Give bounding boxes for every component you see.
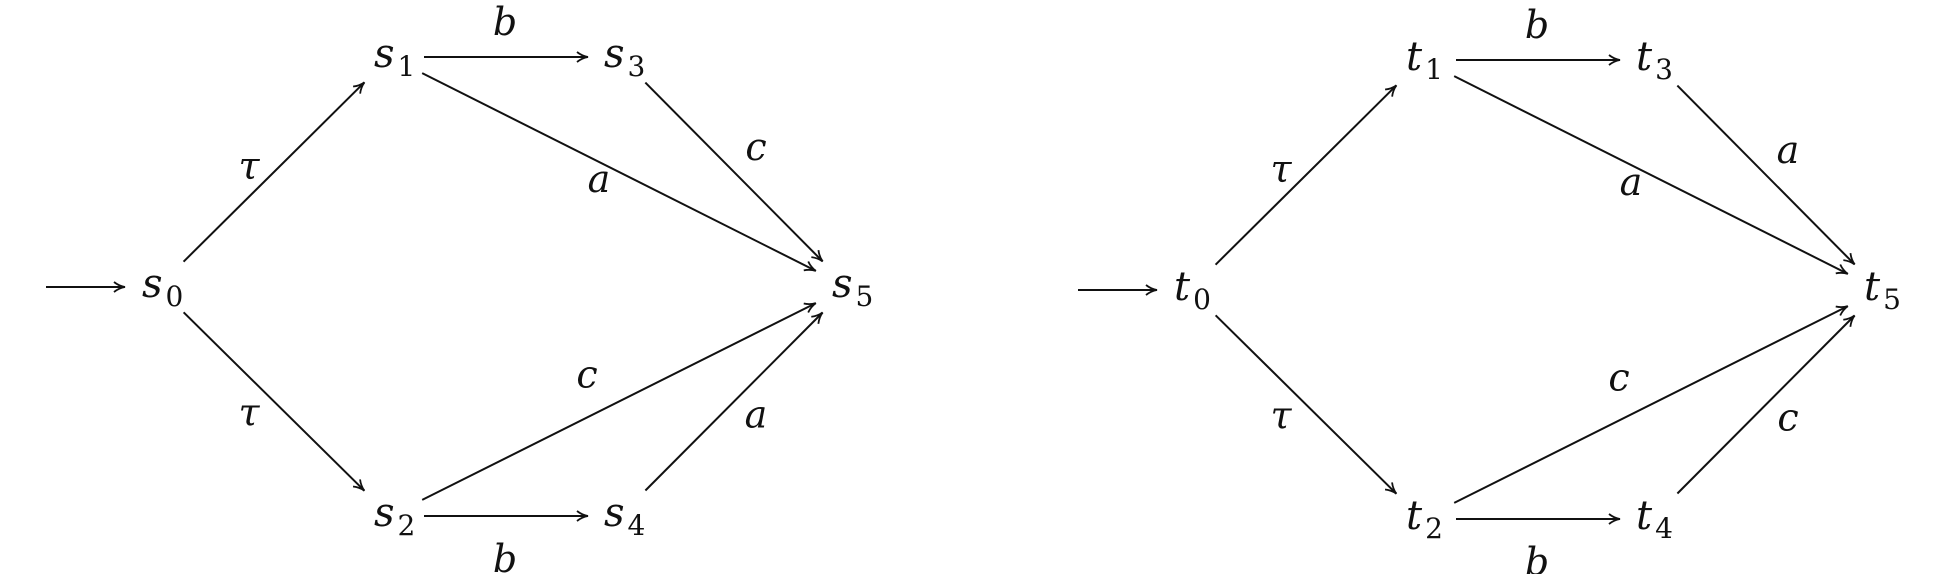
edge-label-s0-s2: τ: [238, 391, 260, 435]
state-name: t: [1864, 264, 1881, 310]
state-name: s: [604, 490, 625, 536]
edge-label-t1-t3: b: [1525, 3, 1549, 47]
edge-s2-s5: [421, 302, 817, 501]
state-name: s: [604, 31, 625, 77]
state-name: t: [1636, 493, 1653, 539]
edge-label-t1-t5: a: [1620, 160, 1643, 204]
state-name: t: [1406, 34, 1423, 80]
state-subscript: 4: [628, 509, 646, 542]
edge-t4-t5: [1676, 314, 1856, 495]
edge-t2-t5: [1453, 305, 1849, 504]
edge-label-t4-t5: c: [1777, 396, 1798, 440]
state-subscript: 4: [1655, 512, 1673, 545]
edge-t0-t1: [1214, 84, 1398, 266]
state-subscript: 3: [1655, 53, 1673, 86]
edge-label-s2-s5: c: [576, 353, 597, 397]
state-subscript: 5: [856, 280, 874, 313]
edge-label-t0-t2: τ: [1270, 394, 1292, 438]
edge-t3-t5: [1676, 84, 1856, 266]
edge-s0-s2: [182, 311, 366, 492]
edge-s4-s5: [644, 311, 824, 492]
state-subscript: 2: [398, 509, 416, 542]
edge-label-t2-t5: c: [1608, 356, 1629, 400]
state-name: s: [374, 490, 395, 536]
state-subscript: 1: [398, 50, 416, 83]
edge-label-s0-s1: τ: [238, 144, 260, 188]
state-subscript: 2: [1425, 512, 1443, 545]
edge-t1-t5: [1453, 75, 1849, 275]
edge-label-t3-t5: a: [1777, 128, 1800, 172]
edge-label-s2-s4: b: [493, 537, 517, 574]
state-name: s: [832, 261, 853, 307]
edge-s3-s5: [644, 81, 824, 263]
state-subscript: 0: [1193, 283, 1211, 316]
state-subscript: 3: [628, 50, 646, 83]
edge-label-s4-s5: a: [745, 393, 768, 437]
state-subscript: 0: [166, 280, 184, 313]
edge-label-t2-t4: b: [1525, 540, 1549, 574]
edge-label-s1-s3: b: [493, 0, 517, 44]
edge-s1-s5: [421, 72, 817, 272]
edge-label-t0-t1: τ: [1270, 147, 1292, 191]
state-name: t: [1636, 34, 1653, 80]
state-name: s: [142, 261, 163, 307]
state-subscript: 1: [1425, 53, 1443, 86]
state-subscript: 5: [1883, 283, 1901, 316]
edge-s0-s1: [182, 81, 366, 263]
edge-t0-t2: [1214, 314, 1398, 495]
edge-label-s1-s5: a: [588, 157, 611, 201]
state-name: t: [1406, 493, 1423, 539]
state-name: s: [374, 31, 395, 77]
state-name: t: [1174, 264, 1191, 310]
edge-label-s3-s5: c: [745, 125, 766, 169]
